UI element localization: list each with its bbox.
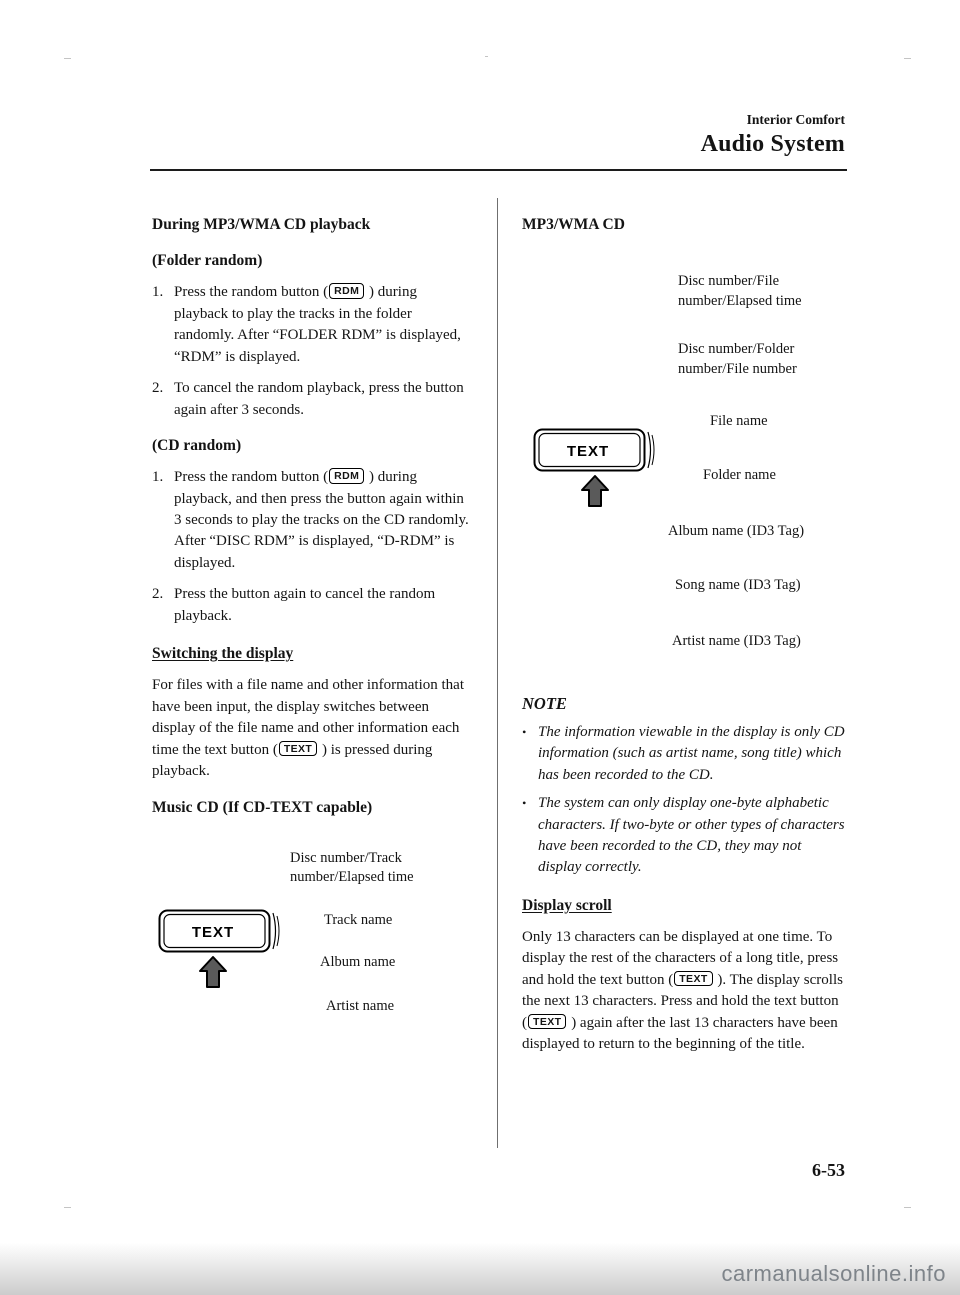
list-number: 1. bbox=[152, 284, 164, 301]
heading-during-playback: During MP3/WMA CD playback bbox=[152, 216, 371, 233]
heading-cd-random: (CD random) bbox=[152, 436, 242, 454]
diagram-label: Disc number/Folder number/File number bbox=[678, 341, 797, 377]
diagram-label: Artist name (ID3 Tag) bbox=[672, 633, 801, 650]
list-item: 2. Press the button again to cancel the … bbox=[152, 584, 472, 627]
note-heading: NOTE bbox=[522, 694, 567, 714]
bottom-gradient bbox=[0, 1243, 960, 1295]
diagram-label: Folder name bbox=[703, 467, 776, 484]
music-cd-diagram: Disc number/Track number/Elapsed time TE… bbox=[152, 847, 472, 1037]
header-section-label: Interior Comfort bbox=[746, 112, 845, 127]
mp3-cd-diagram: Disc number/File number/Elapsed time Dis… bbox=[522, 268, 846, 688]
bullet-icon: • bbox=[522, 724, 527, 739]
crop-mark bbox=[904, 1207, 911, 1208]
switching-paragraph: For files with a file name and other inf… bbox=[152, 677, 464, 780]
text-key-graphic: TEXT bbox=[158, 909, 280, 960]
header-rule bbox=[150, 169, 847, 171]
text-button-icon: TEXT bbox=[528, 1013, 567, 1030]
right-column: MP3/WMA CD Disc number/File number/Elaps… bbox=[522, 200, 846, 1066]
note-text: The system can only display one-byte alp… bbox=[538, 795, 845, 876]
watermark-link[interactable]: carmanualsonline.info bbox=[721, 1261, 946, 1286]
diagram-label: Album name bbox=[320, 953, 396, 970]
crop-mark bbox=[904, 58, 911, 59]
heading-switching-display: Switching the display bbox=[152, 645, 294, 663]
list-text: Press the random button (RDM ) during pl… bbox=[174, 468, 469, 571]
bullet-icon: • bbox=[522, 796, 527, 811]
note-item: • The information viewable in the displa… bbox=[522, 722, 846, 786]
text-key-graphic: TEXT bbox=[533, 428, 655, 479]
list-text: To cancel the random playback, press the… bbox=[174, 380, 464, 418]
list-item: 1. Press the random button (RDM ) during… bbox=[152, 282, 472, 368]
left-column: During MP3/WMA CD playback (Folder rando… bbox=[152, 200, 472, 1037]
heading-music-cd: Music CD (If CD-TEXT capable) bbox=[152, 798, 373, 816]
page-number: 6-53 bbox=[812, 1160, 845, 1180]
crop-mark bbox=[64, 1207, 71, 1208]
list-number: 2. bbox=[152, 380, 164, 397]
diagram-label: Artist name bbox=[326, 997, 395, 1014]
svg-text:TEXT: TEXT bbox=[567, 443, 609, 460]
rdm-button-icon: RDM bbox=[329, 468, 365, 484]
heading-folder-random: (Folder random) bbox=[152, 252, 263, 270]
crop-mark bbox=[485, 56, 488, 57]
list-text: Press the random button (RDM ) during pl… bbox=[174, 283, 461, 365]
note-text: The information viewable in the display … bbox=[538, 723, 845, 783]
list-item: 2. To cancel the random playback, press … bbox=[152, 378, 472, 421]
display-scroll-paragraph: Only 13 characters can be displayed at o… bbox=[522, 928, 843, 1053]
list-number: 1. bbox=[152, 469, 164, 486]
note-item: • The system can only display one-byte a… bbox=[522, 793, 846, 879]
list-text: Press the button again to cancel the ran… bbox=[174, 586, 436, 624]
heading-mp3-wma-cd: MP3/WMA CD bbox=[522, 216, 625, 233]
list-number: 2. bbox=[152, 586, 164, 603]
diagram-label: Album name (ID3 Tag) bbox=[668, 523, 805, 540]
list-item: 1. Press the random button (RDM ) during… bbox=[152, 467, 472, 574]
rdm-button-icon: RDM bbox=[329, 283, 365, 299]
up-arrow-icon bbox=[198, 955, 228, 996]
up-arrow-icon bbox=[580, 474, 610, 515]
text-button-icon: TEXT bbox=[674, 970, 713, 987]
diagram-caption: Disc number/Track number/Elapsed time bbox=[290, 849, 414, 886]
column-divider bbox=[497, 198, 498, 1148]
text-button-icon: TEXT bbox=[278, 740, 318, 757]
crop-mark bbox=[64, 58, 71, 59]
heading-display-scroll: Display scroll bbox=[522, 896, 612, 914]
diagram-label: Song name (ID3 Tag) bbox=[675, 577, 801, 594]
page-title: Audio System bbox=[700, 131, 845, 157]
svg-text:TEXT: TEXT bbox=[192, 924, 234, 941]
diagram-label: File name bbox=[710, 413, 768, 430]
diagram-label: Track name bbox=[324, 911, 393, 928]
diagram-label: Disc number/File number/Elapsed time bbox=[678, 273, 802, 309]
